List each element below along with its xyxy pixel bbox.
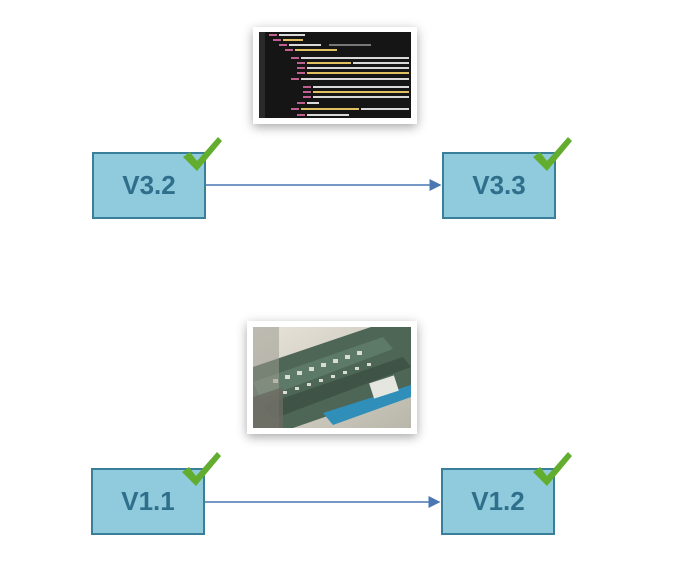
checkmark-icon [533, 137, 572, 171]
code-lines-illustration [259, 32, 411, 118]
version-label: V1.2 [471, 486, 525, 516]
version-label: V3.3 [472, 170, 526, 200]
checkmark-icon [533, 452, 572, 486]
version-label: V3.2 [122, 170, 176, 200]
version-box-v1-2: V1.2 [441, 468, 555, 535]
version-box-v1-1: V1.1 [91, 468, 205, 535]
checkmark-icon [182, 452, 221, 486]
checkmark-icon [183, 137, 222, 171]
code-image [253, 27, 417, 124]
version-label: V1.1 [121, 486, 175, 516]
version-box-v3-3: V3.3 [442, 152, 556, 219]
circuit-board-image-content [253, 327, 411, 428]
circuit-board-illustration [253, 327, 411, 428]
version-box-v3-2: V3.2 [92, 152, 206, 219]
circuit-board-image [247, 321, 417, 434]
code-image-content [259, 32, 411, 118]
